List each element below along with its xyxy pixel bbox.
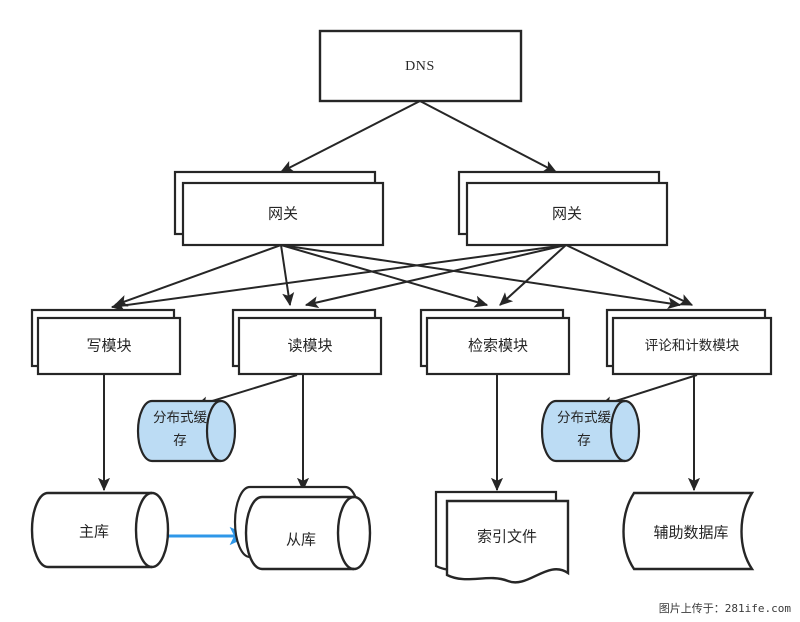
master-db-end-cap [134, 491, 153, 569]
node-cache-right[interactable]: 分布式缓 存 [540, 399, 641, 463]
slave-db-end-cap [336, 495, 355, 571]
node-dns[interactable]: DNS [318, 29, 523, 103]
read-module-label: 读模块 [287, 337, 332, 354]
slave-db-label: 从库 [286, 531, 316, 548]
node-comment-count-module[interactable]: 评论和计数模块 [605, 308, 773, 376]
dns-box [318, 29, 523, 103]
cache-left-label-line1: 分布式缓 [153, 410, 207, 425]
cache-left-end-cap [205, 399, 222, 463]
cache-right-label-line2: 存 [577, 433, 591, 448]
edge-gateway-left-to-search [280, 244, 489, 308]
cache-right-end-cap [609, 399, 626, 463]
write-module-box [36, 316, 182, 376]
node-gateway-left[interactable]: 网关 [173, 170, 385, 247]
edge-gateway-left-to-read [280, 244, 295, 307]
index-file-body [445, 499, 570, 584]
write-module-label: 写模块 [86, 337, 131, 354]
node-master-db[interactable]: 主库 [30, 491, 170, 569]
aux-db-label: 辅助数据库 [653, 524, 728, 541]
node-read-module[interactable]: 读模块 [231, 308, 383, 376]
search-module-label: 检索模块 [468, 337, 528, 354]
edge-gateway-left-to-write [113, 244, 282, 307]
edge-layer [97, 100, 701, 492]
aux-db-body [622, 491, 755, 571]
comment-count-module-label: 评论和计数模块 [645, 338, 740, 353]
gateway-right-label: 网关 [552, 205, 582, 222]
edge-gateway-right-to-write [110, 244, 567, 312]
gateway-left-box [181, 181, 385, 247]
node-cache-left[interactable]: 分布式缓 存 [136, 399, 237, 463]
gateway-right-box [465, 181, 669, 247]
node-search-module[interactable]: 检索模块 [419, 308, 571, 376]
read-module-box [237, 316, 383, 376]
edge-gateway-right-to-read [304, 244, 567, 309]
index-file-label: 索引文件 [477, 528, 537, 545]
master-db-label: 主库 [79, 523, 109, 540]
node-aux-db[interactable]: 辅助数据库 [622, 491, 755, 571]
watermark-label: 图片上传于：281ife.com [659, 602, 792, 615]
dns-label: DNS [405, 59, 435, 74]
node-gateway-right[interactable]: 网关 [457, 170, 669, 247]
edge-gateway-right-to-comment [565, 244, 694, 306]
gateway-left-label: 网关 [268, 205, 298, 222]
node-slave-db[interactable]: 从库 [233, 485, 372, 571]
node-index-file[interactable]: 索引文件 [434, 490, 570, 584]
edge-dns-to-gateway-right [419, 100, 558, 173]
edge-dns-to-gateway-left [279, 100, 421, 173]
cache-right-label-line1: 分布式缓 [557, 410, 611, 425]
search-module-box [425, 316, 571, 376]
node-write-module[interactable]: 写模块 [30, 308, 182, 376]
edge-gateway-right-to-search [499, 244, 567, 306]
edge-gateway-left-to-comment [280, 244, 682, 310]
comment-count-module-box [611, 316, 773, 376]
cache-left-label-line2: 存 [173, 433, 187, 448]
